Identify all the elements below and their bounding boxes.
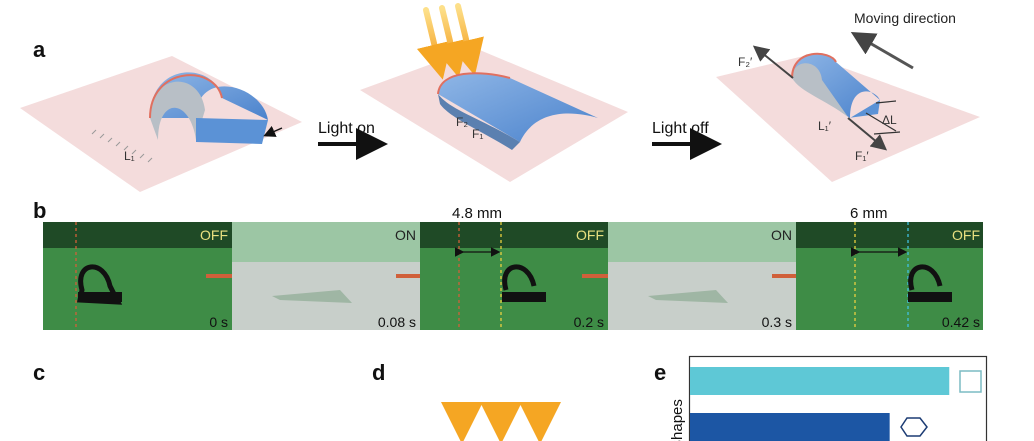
frame-2	[232, 222, 452, 330]
label-F1: F₁	[472, 127, 483, 141]
label-L1: L₁	[124, 149, 135, 163]
stage2-illustration: F₂ F₁	[360, 3, 628, 182]
label-F2: F₂	[456, 115, 468, 129]
frame-state: OFF	[576, 227, 604, 243]
frame-4	[608, 222, 828, 330]
F2p-arrow	[752, 45, 794, 79]
bar-chart	[690, 367, 950, 441]
light-rays-icon	[441, 362, 561, 441]
F1p-arrow	[847, 117, 888, 151]
light-rays-icon	[416, 3, 484, 80]
frame-state: ON	[395, 227, 416, 243]
frame-time: 0.08 s	[378, 314, 416, 330]
label-L1-prime: L₁′	[818, 119, 832, 133]
panel-label-c: c	[33, 360, 45, 385]
frame-time: 0.2 s	[574, 314, 604, 330]
stage1-illustration: L₁	[20, 56, 302, 192]
panel-label-e: e	[654, 360, 666, 385]
arrow	[263, 125, 283, 137]
arch	[438, 73, 598, 142]
distance-label-2: 6 mm	[850, 205, 888, 222]
frame-state: OFF	[952, 227, 980, 243]
moving-direction-label: Moving direction	[854, 10, 956, 26]
frame-state: ON	[771, 227, 792, 243]
panel-label-a: a	[33, 37, 46, 62]
moving-direction-arrow	[850, 31, 914, 70]
bar-square	[690, 367, 950, 395]
y-axis-label: Shapes	[669, 399, 686, 441]
square-icon	[959, 370, 982, 393]
frame-5	[796, 222, 983, 330]
bar-hexagon	[690, 413, 890, 441]
panel-label-d: d	[372, 360, 385, 385]
chart-frame	[688, 355, 988, 441]
light-on-label: Light on	[318, 120, 375, 137]
frame-state: OFF	[200, 227, 228, 243]
label-F2-prime: F₂′	[738, 55, 753, 69]
panel-label-b: b	[33, 198, 46, 223]
frame-time: 0.3 s	[762, 314, 792, 330]
video-frames: OFF ON OFF ON OFF 0 s 0.08 s 0.2 s 0.3 s…	[43, 222, 983, 330]
label-F1-prime: F₁′	[855, 149, 869, 163]
label-delta-L: ΔL	[882, 113, 897, 127]
light-off-label: Light off	[652, 120, 709, 137]
hexagon-icon	[900, 417, 928, 437]
frame-time: 0 s	[209, 314, 228, 330]
stage3-illustration: F₂′ L₁′ F₁′ ΔL	[716, 31, 980, 182]
frame-time: 0.42 s	[942, 314, 980, 330]
distance-label-1: 4.8 mm	[452, 205, 502, 222]
frame-3	[420, 222, 638, 330]
frame-1	[43, 222, 262, 330]
